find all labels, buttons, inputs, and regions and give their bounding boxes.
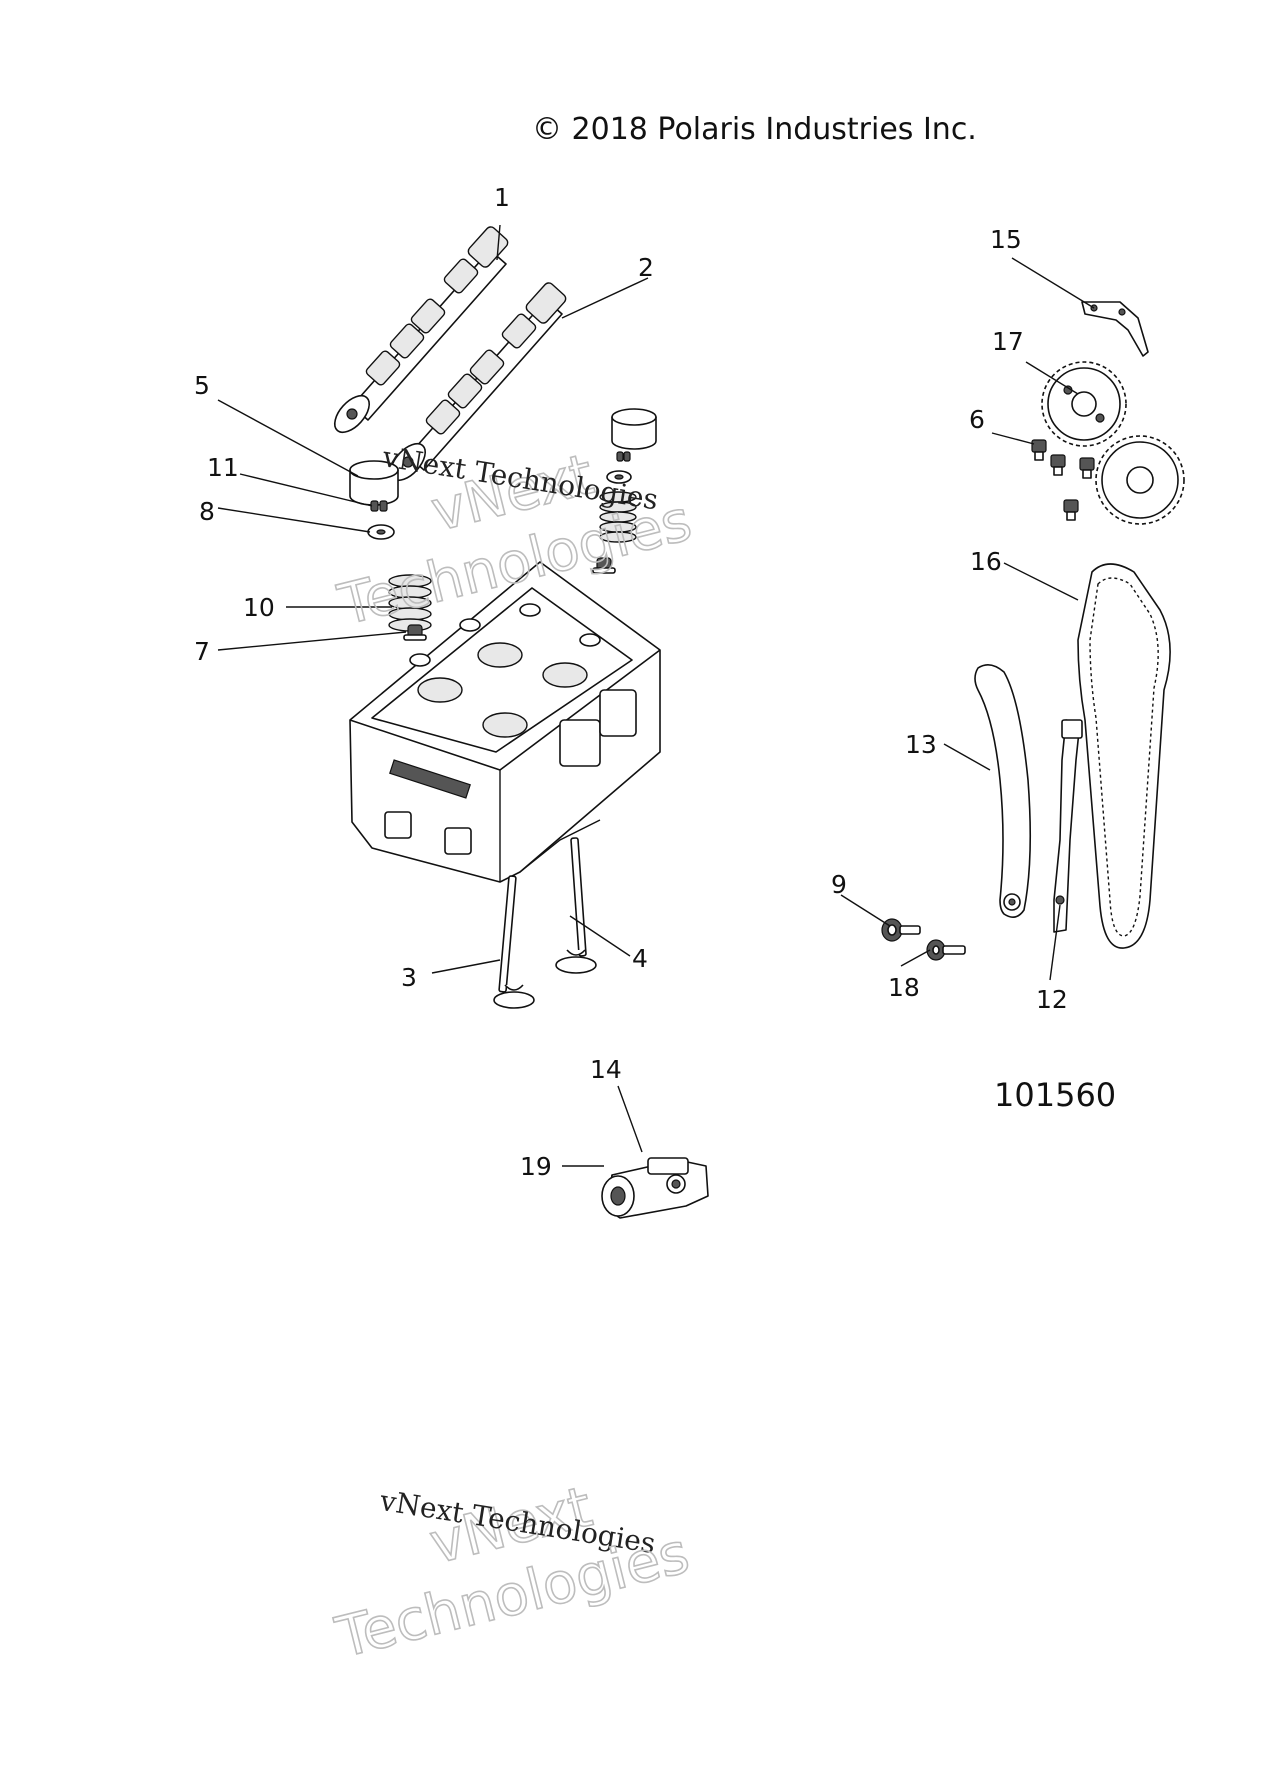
pivot-bolt-9 [881,918,921,942]
timing-chain-16 [1077,563,1171,949]
valve-4 [555,837,597,974]
figure-number: 101560 [994,1076,1116,1114]
spring-retainer-8 [367,524,395,540]
cam-sprocket-17 [1041,361,1127,447]
callout-3: 3 [401,963,417,992]
callout-9: 9 [831,870,847,899]
tensioner-bolt-19 [601,1175,635,1217]
spring-retainer-8-right [606,470,632,484]
valve-seal-7 [403,624,427,641]
camshaft-2 [389,282,567,482]
copyright-text: © 2018 Polaris Industries Inc. [532,112,977,147]
callout-6: 6 [969,405,985,434]
sprocket-bolt-6c [1079,457,1095,479]
callout-10: 10 [243,593,275,622]
callout-16: 16 [970,547,1002,576]
callout-17: 17 [992,327,1024,356]
cylinder-head [349,561,661,883]
valve-keeper-11-right [616,451,631,462]
callout-4: 4 [632,944,648,973]
callout-14: 14 [590,1055,622,1084]
cam-sprocket-17-rear [1095,435,1185,525]
chain-guide-15 [1081,301,1149,357]
callout-1: 1 [494,183,510,212]
valve-spring-10-right [599,491,637,543]
callout-2: 2 [638,253,654,282]
tensioner-blade-13 [974,664,1032,918]
valve-keeper-11 [370,500,388,512]
guide-bolt-18 [926,939,966,961]
leader-lines [217,224,1095,1167]
callout-18: 18 [888,973,920,1002]
tappet-5-right [611,408,657,450]
camshaft-1 [333,226,509,434]
watermark-bottom: vNext vNext Technologies Technologies [329,1474,696,1672]
callout-5: 5 [194,371,210,400]
valve-3 [493,875,535,1009]
callout-15: 15 [990,225,1022,254]
sprocket-bolt-6d [1063,499,1079,521]
sprocket-bolt-6b [1050,454,1066,476]
callout-7: 7 [194,637,210,666]
tappet-5 [349,460,399,506]
chain-guide-12 [1053,719,1083,933]
valve-spring-10 [388,574,432,632]
callout-labels: 1 2 3 4 5 6 7 8 9 10 11 12 13 14 15 16 1… [194,183,1068,1181]
valve-seal-7-right [592,557,616,574]
sprocket-bolt-6 [1031,439,1047,461]
callout-19: 19 [520,1152,552,1181]
callout-8: 8 [199,497,215,526]
callout-11: 11 [207,453,239,482]
callout-12: 12 [1036,985,1068,1014]
callout-13: 13 [905,730,937,759]
